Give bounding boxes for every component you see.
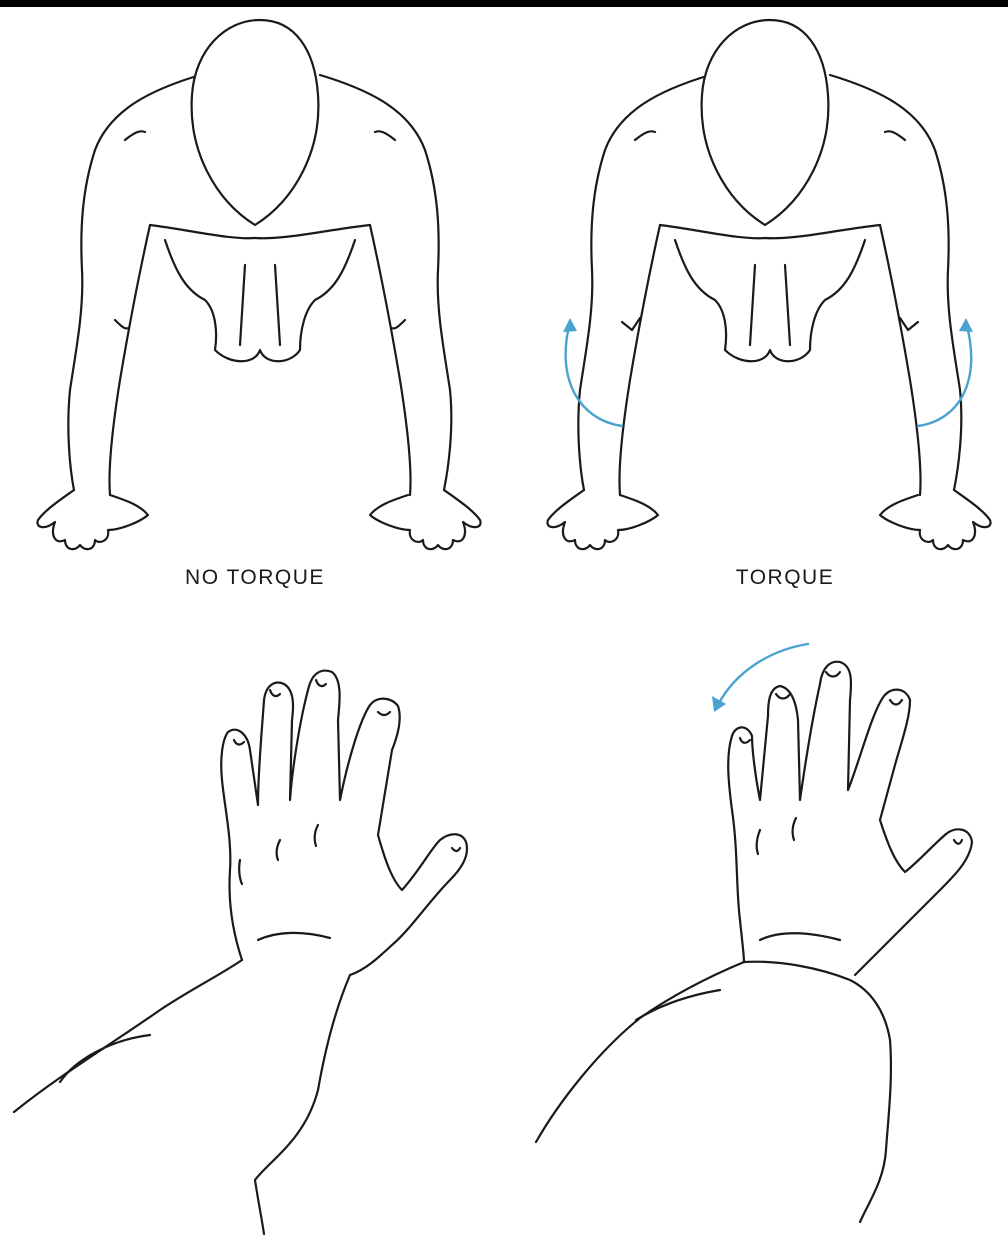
- caption-torque: TORQUE: [630, 566, 940, 590]
- torque-arrow-right: [918, 322, 971, 426]
- rotation-arrowhead: [712, 696, 726, 712]
- hand-no-torque: [14, 671, 467, 1234]
- torque-arrow-left: [566, 322, 622, 426]
- hand-torque: [536, 644, 972, 1222]
- caption-no-torque: NO TORQUE: [100, 566, 410, 590]
- torque-arrowhead-left: [563, 318, 577, 332]
- pushup-figure-torque: [547, 20, 990, 549]
- torque-arrowhead-right: [959, 318, 973, 332]
- rotation-arrow: [718, 644, 808, 705]
- pushup-figure-no-torque: [37, 20, 480, 549]
